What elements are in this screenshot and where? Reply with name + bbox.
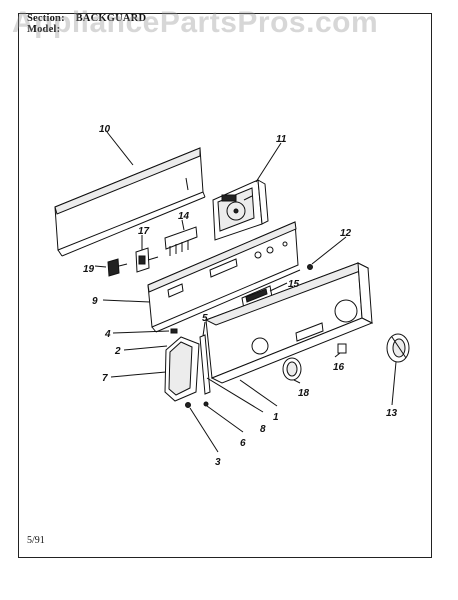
callouts: 10 11 14 17 19 12 9 15 4 5 2 7 18 16 1 1… xyxy=(83,124,398,468)
callout-9: 9 xyxy=(92,296,98,307)
part-6-screw xyxy=(203,401,209,407)
callout-8: 8 xyxy=(260,424,266,435)
part-10-cover xyxy=(54,147,206,257)
page-frame xyxy=(18,13,432,558)
part-13-knob xyxy=(386,333,410,363)
part-16-button xyxy=(337,343,347,354)
section-header: Section: BACKGUARD xyxy=(27,13,146,24)
callout-14: 14 xyxy=(178,211,190,222)
callout-17: 17 xyxy=(138,226,150,237)
part-18-knob xyxy=(282,357,302,381)
callout-6: 6 xyxy=(240,438,246,449)
callout-18: 18 xyxy=(298,388,310,399)
callout-16: 16 xyxy=(333,362,345,373)
part-12-screw xyxy=(307,264,313,270)
callout-13: 13 xyxy=(386,408,398,419)
part-2-endcap xyxy=(164,336,200,402)
section-label: Section: xyxy=(27,13,65,24)
section-value: BACKGUARD xyxy=(75,13,147,24)
callout-11: 11 xyxy=(276,134,287,145)
model-header: Model: xyxy=(27,24,60,35)
part-17-bracket xyxy=(135,247,159,273)
part-11-timer xyxy=(212,179,269,241)
callout-2: 2 xyxy=(114,346,121,357)
callout-12: 12 xyxy=(340,228,352,239)
leader-lines xyxy=(94,131,397,453)
part-19-switch xyxy=(107,258,128,277)
callout-5: 5 xyxy=(202,313,208,324)
model-label: Model: xyxy=(27,24,61,35)
part-14-terminal-block xyxy=(164,226,198,256)
callout-10: 10 xyxy=(99,124,111,135)
part-3-screw xyxy=(185,402,191,408)
callout-15: 15 xyxy=(288,279,300,290)
callout-1: 1 xyxy=(273,412,279,423)
watermark: AppliancePartsPros.com xyxy=(12,6,379,39)
callout-3: 3 xyxy=(215,457,221,468)
callout-7: 7 xyxy=(102,373,108,384)
callout-4: 4 xyxy=(104,329,111,340)
callout-19: 19 xyxy=(83,264,95,275)
part-1-console xyxy=(204,262,374,384)
part-9-panel xyxy=(147,221,301,333)
part-4-clip xyxy=(170,328,178,334)
footer-date: 5/91 xyxy=(27,535,45,546)
